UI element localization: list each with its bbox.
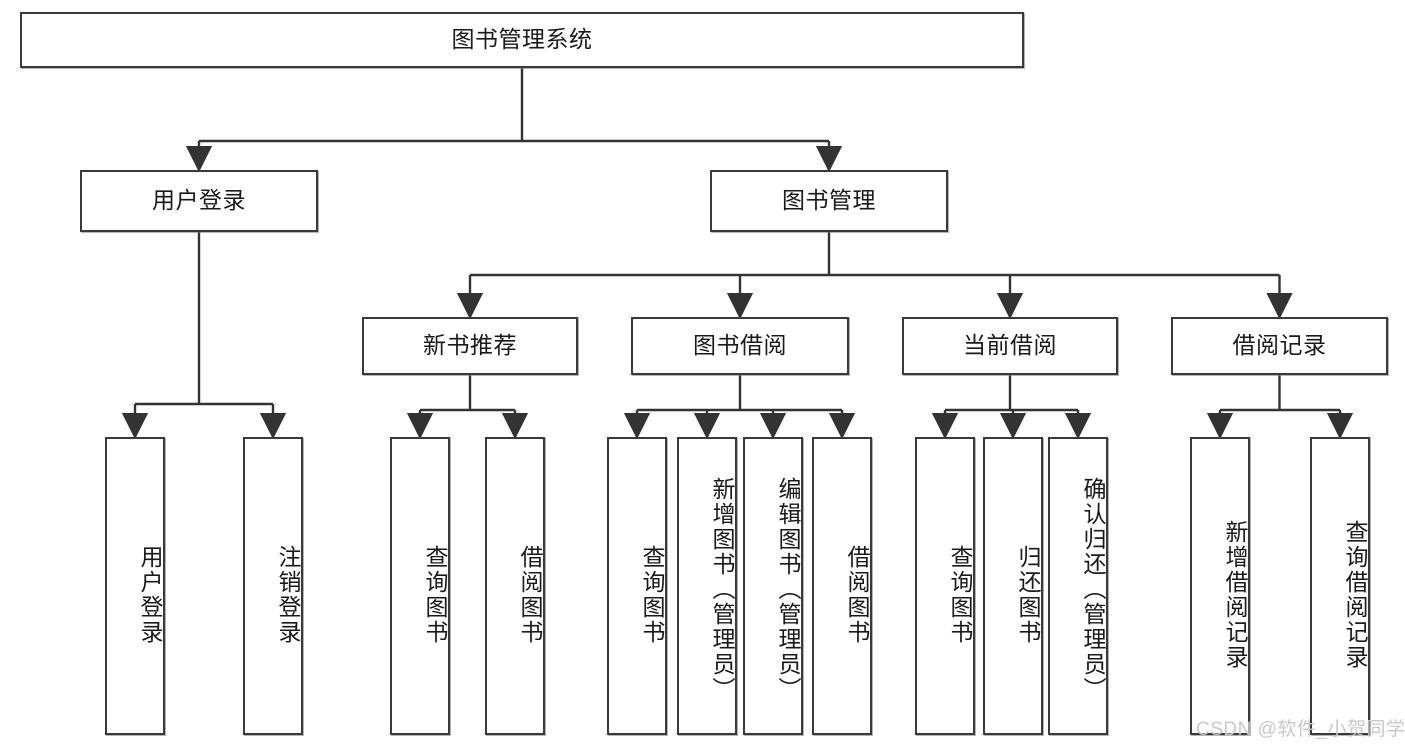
node-label: 注销登录 [275,545,301,645]
node-leaf-bor-3[interactable]: 编辑图书（管理员） [743,437,803,735]
node-login[interactable]: 用户登录 [80,170,318,232]
node-leaf-cur-2[interactable]: 归还图书 [983,437,1043,735]
node-leaf-rec-2[interactable]: 查询借阅记录 [1310,437,1370,735]
node-label: 图书管理系统 [451,26,593,53]
node-newbook[interactable]: 新书推荐 [362,317,578,375]
node-current[interactable]: 当前借阅 [902,317,1118,375]
node-label: 编辑图书（管理员） [775,476,801,702]
node-bookmgmt[interactable]: 图书管理 [710,170,948,232]
node-leaf-login-1[interactable]: 用户登录 [105,437,165,735]
node-label: 查询图书 [639,545,665,645]
node-label: 新增图书（管理员） [709,476,735,702]
node-label: 借阅图书 [517,545,543,645]
node-label: 借阅记录 [1232,332,1327,359]
node-label: 查询借阅记录 [1342,520,1368,670]
node-label: 确认归还（管理员） [1080,476,1106,702]
node-label: 图书管理 [782,187,876,214]
node-label: 新书推荐 [423,332,517,359]
node-leaf-new-1[interactable]: 查询图书 [390,437,450,735]
node-label: 用户登录 [137,545,163,645]
node-label: 新增借阅记录 [1222,520,1248,670]
node-leaf-bor-4[interactable]: 借阅图书 [812,437,872,735]
node-leaf-rec-1[interactable]: 新增借阅记录 [1190,437,1250,735]
node-label: 归还图书 [1015,545,1041,645]
node-leaf-login-2[interactable]: 注销登录 [243,437,303,735]
node-leaf-cur-1[interactable]: 查询图书 [915,437,975,735]
node-label: 查询图书 [947,545,973,645]
node-label: 查询图书 [422,545,448,645]
node-leaf-bor-1[interactable]: 查询图书 [607,437,667,735]
node-label: 用户登录 [152,187,246,214]
node-leaf-cur-3[interactable]: 确认归还（管理员） [1048,437,1108,735]
node-borrow[interactable]: 图书借阅 [631,317,849,375]
csdn-watermark: CSDN @软件_小贺同学 [1196,719,1405,740]
node-label: 图书借阅 [693,332,787,359]
node-leaf-bor-2[interactable]: 新增图书（管理员） [677,437,737,735]
node-leaf-new-2[interactable]: 借阅图书 [485,437,545,735]
node-root[interactable]: 图书管理系统 [20,12,1024,68]
node-label: 当前借阅 [963,332,1057,359]
node-label: 借阅图书 [844,545,870,645]
node-records[interactable]: 借阅记录 [1171,317,1388,375]
